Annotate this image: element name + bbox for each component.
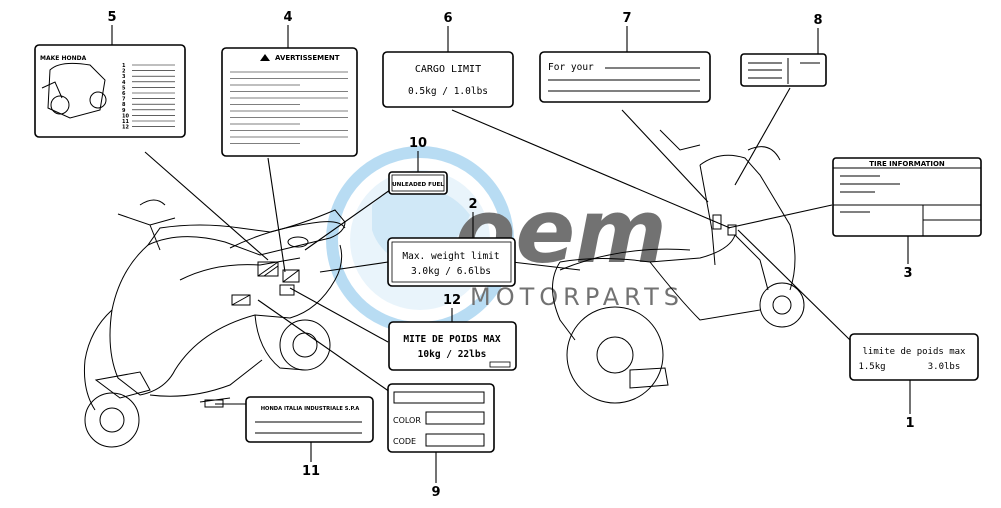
callout-6: 6: [443, 11, 452, 26]
unleaded-fuel-text: UNLEADED FUEL: [392, 182, 444, 188]
for-your-text: For your: [548, 62, 594, 73]
color-text: COLOR: [393, 416, 421, 425]
label-cargo-limit: CARGO LIMIT 0.5kg / 1.0lbs: [382, 51, 514, 108]
make-honda-list-number: 11: [122, 119, 129, 125]
callout-2: 2: [468, 197, 477, 212]
callouts: 5 4 6 7 8 10 2 3 12 1 11 9: [107, 10, 914, 500]
honda-italia-text: HONDA ITALIA INDUSTRIALE S.P.A: [261, 406, 360, 412]
make-honda-list-number: 6: [122, 91, 126, 97]
make-honda-list-number: 3: [122, 74, 126, 80]
label-honda-italia: HONDA ITALIA INDUSTRIALE S.P.A: [245, 396, 374, 443]
make-honda-list-number: 9: [122, 108, 126, 114]
limite-kg: 1.5kg: [858, 362, 885, 372]
label-blank-info: [740, 53, 827, 87]
label-for-your: For your: [539, 51, 711, 103]
cargo-limit-title: CARGO LIMIT: [415, 64, 481, 75]
callout-10: 10: [409, 136, 427, 151]
make-honda-list-number: 4: [122, 80, 126, 86]
label-tire-information: TIRE INFORMATION: [832, 157, 982, 237]
callout-9: 9: [431, 485, 440, 500]
limite-title: limite de poids max: [863, 347, 967, 357]
cargo-limit-value: 0.5kg / 1.0lbs: [408, 86, 488, 97]
avertissement-lines: [230, 71, 348, 144]
mite-title: MITE DE POIDS MAX: [403, 334, 501, 345]
leader-lines: [144, 87, 851, 405]
mite-value: 10kg / 22lbs: [418, 349, 487, 360]
watermark-sub: MOTORPARTS: [470, 283, 684, 311]
max-weight-title: Max. weight limit: [402, 251, 499, 262]
callout-5: 5: [107, 10, 116, 25]
avertissement-text: AVERTISSEMENT: [275, 54, 340, 62]
make-honda-text: MAKE HONDA: [40, 55, 87, 62]
callout-3: 3: [903, 266, 912, 281]
scooter-right: [552, 129, 805, 404]
label-unleaded-fuel: UNLEADED FUEL: [388, 171, 448, 195]
label-color-code: COLOR CODE: [387, 383, 495, 453]
make-honda-list-number: 5: [122, 85, 126, 91]
make-honda-list-number: 7: [122, 97, 126, 103]
make-honda-list-number: 2: [122, 69, 126, 75]
callout-8: 8: [813, 13, 822, 28]
callout-7: 7: [622, 11, 631, 26]
label-limite-de-poids: limite de poids max 1.5kg 3.0lbs: [849, 333, 979, 381]
callout-11: 11: [302, 464, 320, 479]
callout-4: 4: [283, 10, 292, 25]
code-text: CODE: [393, 437, 416, 446]
label-max-weight-limit: Max. weight limit 3.0kg / 6.6lbs: [387, 237, 516, 287]
max-weight-value: 3.0kg / 6.6lbs: [411, 266, 491, 277]
limite-lbs: 3.0lbs: [928, 362, 961, 372]
make-honda-list-number: 10: [122, 113, 129, 119]
tire-information-text: TIRE INFORMATION: [869, 160, 945, 168]
label-mite-de-poids: MITE DE POIDS MAX 10kg / 22lbs: [388, 321, 517, 371]
make-honda-list-number: 12: [122, 125, 129, 131]
callout-1: 1: [905, 416, 914, 431]
make-honda-list-number: 1: [122, 63, 126, 69]
make-honda-list-number: 8: [122, 102, 126, 108]
callout-12: 12: [443, 293, 461, 308]
label-avertissement: AVERTISSEMENT: [221, 47, 358, 157]
